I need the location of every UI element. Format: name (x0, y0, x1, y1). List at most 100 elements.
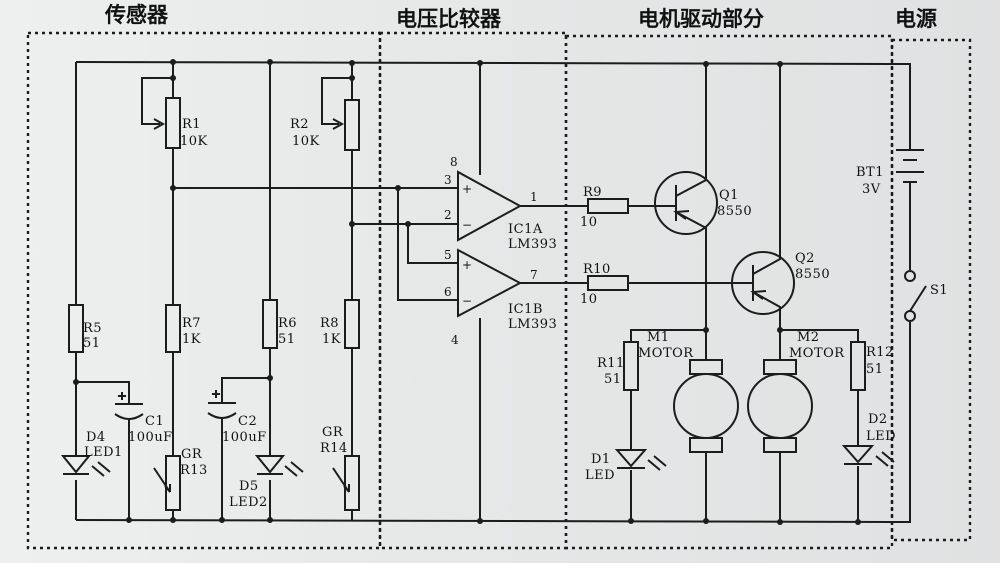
potentiometer-r1 (165, 97, 181, 149)
section-title-comparator: 电压比较器 (396, 7, 502, 31)
r6-value: 51 (278, 332, 296, 347)
resistor-r7 (165, 304, 181, 353)
r13-value: R13 (180, 463, 208, 478)
section-title-motor-drive: 电机驱动部分 (638, 7, 764, 31)
capacitor-c2 (207, 402, 237, 419)
led-d2 (841, 445, 875, 465)
motor-m1 (673, 373, 739, 439)
bt1-value: 3V (862, 182, 881, 197)
led-d5 (254, 455, 286, 475)
s1-ref: S1 (930, 283, 948, 298)
transistor-q1 (654, 171, 718, 235)
ic1b-value: LM393 (508, 317, 557, 332)
d1-ref: D1 (591, 452, 611, 467)
r12-ref: R12 (866, 345, 894, 360)
q1-ref: Q1 (719, 188, 739, 203)
photoresistor-r14 (344, 455, 360, 511)
resistor-r5 (68, 304, 84, 353)
motor-m2-brush (763, 359, 797, 375)
sensor-box (26, 31, 382, 550)
potentiometer-r2 (344, 99, 360, 151)
ic1b-ref: IC1B (508, 302, 543, 317)
d2-value: LED (866, 429, 896, 444)
d4-ref: D4 (86, 430, 106, 445)
d5-ref: D5 (239, 479, 259, 494)
c2-value: 100uF (222, 430, 267, 445)
section-title-sensor: 传感器 (104, 3, 169, 27)
r12-value: 51 (866, 362, 884, 377)
r10-value: 10 (580, 292, 598, 307)
r9-value: 10 (580, 215, 598, 230)
pin-3: 3 (444, 173, 452, 187)
r1-ref: R1 (182, 117, 201, 132)
c1-value: 100uF (128, 430, 173, 445)
switch-s1-lever (909, 285, 927, 312)
q2-ref: Q2 (795, 251, 815, 266)
ic1b-minus: − (462, 294, 472, 308)
led-d1 (614, 449, 648, 469)
motor-drive-wiring (568, 64, 895, 522)
switch-s1-bottom (904, 310, 916, 322)
r9-ref: R9 (583, 185, 602, 200)
resistor-r8 (344, 299, 360, 349)
section-title-power: 电源 (895, 7, 937, 31)
q2-value: 8550 (795, 267, 830, 282)
op-amp-ic1a (457, 170, 523, 242)
r13-ref: GR (181, 447, 203, 462)
battery-bt1 (896, 149, 924, 190)
ic1a-minus: − (462, 218, 472, 232)
pin-7: 7 (530, 268, 538, 282)
ic1a-value: LM393 (508, 237, 557, 252)
power-wiring (896, 149, 927, 322)
r5-value: 51 (83, 336, 101, 351)
motor-m1-brush (689, 359, 723, 375)
r8-ref: R8 (320, 316, 339, 331)
pin-6: 6 (444, 285, 452, 299)
motor-m2 (747, 373, 813, 439)
sensor-branch-1 (60, 62, 144, 520)
ic1a-ref: IC1A (508, 222, 543, 237)
bt1-ref: BT1 (856, 165, 884, 180)
sensor-branch-2 (141, 62, 181, 520)
photoresistor-r13 (165, 455, 181, 511)
r7-ref: R7 (182, 316, 201, 331)
resistor-r10 (587, 275, 629, 291)
r6-ref: R6 (278, 316, 297, 331)
switch-s1-top (904, 270, 916, 282)
q1-value: 8550 (717, 204, 752, 219)
r14-ref: GR (322, 425, 344, 440)
pin-2: 2 (444, 208, 452, 222)
resistor-r11 (623, 341, 639, 391)
resistor-r6 (262, 299, 278, 349)
r11-ref: R11 (597, 356, 625, 371)
d1-value: LED (585, 468, 615, 483)
d5-value: LED2 (229, 495, 268, 510)
m1-ref: M1 (647, 330, 670, 345)
pin-4: 4 (451, 333, 459, 347)
comparator-wiring (173, 63, 568, 521)
r5-ref: R5 (83, 321, 102, 336)
c1-ref: C1 (145, 414, 164, 429)
m2-ref: M2 (797, 330, 820, 345)
r1-value: 10K (180, 134, 208, 149)
r2-ref: R2 (290, 117, 309, 132)
m1-value: MOTOR (638, 346, 694, 361)
resistor-r12 (850, 341, 866, 391)
r11-value: 51 (604, 372, 622, 387)
section-boxes (26, 31, 972, 550)
m2-value: MOTOR (789, 346, 845, 361)
r7-value: 1K (182, 332, 201, 347)
power-box (890, 38, 972, 542)
r10-ref: R10 (583, 262, 611, 277)
d2-ref: D2 (868, 412, 888, 427)
r8-value: 1K (322, 332, 341, 347)
ic1b-plus: + (462, 258, 472, 272)
r2-value: 10K (292, 134, 320, 149)
op-amp-ic1b (457, 248, 523, 318)
ic1a-plus: + (462, 182, 472, 196)
r14-value: R14 (320, 441, 348, 456)
sensor-branch-3 (207, 62, 304, 520)
transistor-q2 (731, 251, 795, 315)
comparator-box (378, 31, 568, 550)
